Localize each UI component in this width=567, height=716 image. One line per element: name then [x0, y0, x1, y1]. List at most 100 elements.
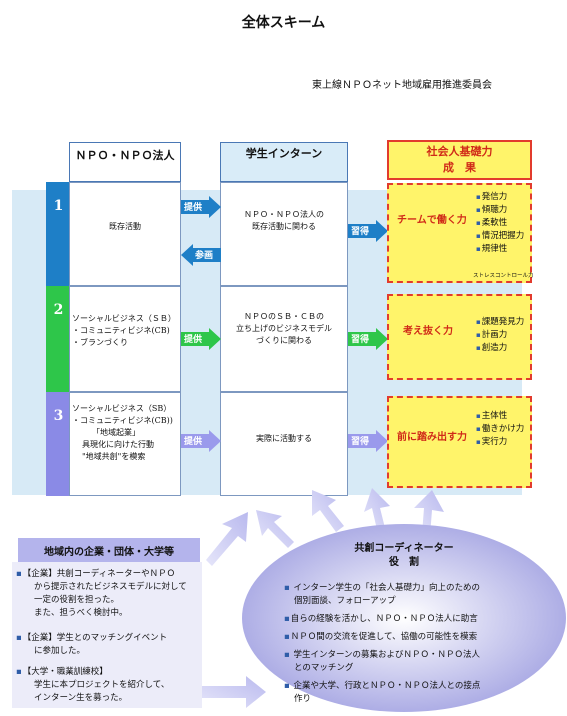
skill-item: 課題発見力 [476, 316, 525, 329]
outcome-label: 考え抜く力 [403, 326, 453, 337]
left-item-line: 学生に本プロジェクトを紹介して、 [34, 680, 170, 690]
role-item: ＮＰＯ間の交流を促進して、協働の可能性を模索 [284, 631, 524, 644]
role-item: 企業や大学、行政とＮＰＯ・ＮＰＯ法人との接点 作り [284, 680, 524, 706]
row-number-1: 1 [46, 182, 71, 286]
arrow-right-icon [348, 328, 388, 350]
page-title: 全体スキーム [241, 15, 326, 31]
arrow-label: 習得 [351, 227, 370, 237]
header-skill-title: 社会人基礎力 [426, 145, 493, 158]
skill-list: 発信力 傾聴力 柔軟性 情況把握力 規律性 [476, 191, 525, 256]
npo-text: "地域共創"を模索 [82, 452, 146, 461]
skill-item: 規律性 [476, 243, 524, 256]
header-skill-subtitle: 成 果 [443, 161, 476, 174]
role-item: 学生インターンの募集およびＮＰＯ・ＮＰＯ法人 とのマッチング [284, 649, 524, 675]
outcome-label: チームで働く力 [397, 215, 467, 226]
skill-item: 主体性 [476, 410, 524, 423]
left-item-line: に参加した。 [34, 646, 86, 656]
npo-cell-3: ソーシャルビジネス（SB） ・コミュニティビジネ(CB)) 「地域起業」 具現化… [69, 392, 181, 496]
coordinator-title: 共創コーディネーター [354, 543, 454, 554]
arrow-right-icon [181, 328, 221, 350]
row-number-3: 3 [46, 392, 71, 496]
role-text: 企業や大学、行政とＮＰＯ・ＮＰＯ法人との接点 [293, 681, 481, 691]
skill-item: 計画力 [476, 329, 524, 342]
skill-list: 主体性 働きかけ力 実行力 [476, 410, 525, 449]
role-text: インターン学生の「社会人基礎力」向上のための [293, 583, 481, 593]
left-item-line: インターン生を募った。 [34, 693, 128, 703]
coordinator-panel: 共創コーディネーター 役 割 インターン学生の「社会人基礎力」向上のための 個別… [284, 542, 524, 711]
arrow-left-icon [181, 244, 221, 266]
npo-text: 既存活動 [109, 222, 141, 231]
intern-text: ＮＰＯ・ＮＰＯ法人の [244, 210, 324, 219]
arrow-label: 提供 [184, 437, 203, 447]
intern-text: 立ち上げのビジネスモデル [236, 324, 332, 333]
skill-item: 働きかけ力 [476, 423, 525, 436]
npo-text: 「地域起業」 [92, 428, 140, 437]
skill-item: 実行力 [476, 436, 524, 449]
left-panel: 【企業】共創コーディネーターやＮＰＯ から提示されたビジネスモデルに対して 一定… [12, 562, 202, 708]
skill-item: 情況把握力 [476, 230, 525, 243]
organization-name: 東上線ＮＰＯネット地域雇用推進委員会 [312, 80, 492, 91]
acquire-arrow-1: 習得 [348, 220, 388, 242]
skill-list: 課題発見力 計画力 創造力 [476, 316, 525, 355]
acquire-arrow-2: 習得 [348, 328, 388, 350]
header-intern: 学生インターン [220, 142, 348, 182]
role-text: 作り [294, 694, 312, 704]
row-number-2: 2 [46, 286, 71, 392]
arrow-label: 参画 [195, 251, 214, 261]
skill-item: 傾聴力 [476, 204, 524, 217]
left-item-line: から提示されたビジネスモデルに対して [34, 582, 187, 592]
role-text: とのマッチング [294, 663, 354, 673]
npo-text: 具現化に向けた行動 [82, 440, 154, 449]
intern-text: づくりに関わる [256, 336, 312, 345]
arrow-label: 提供 [184, 335, 203, 345]
role-text: ＮＰＯ間の交流を促進して、協働の可能性を模索 [290, 632, 478, 642]
intern-text: ＮＰＯのＳＢ・ＣＢの [244, 312, 324, 321]
npo-text: ・ブランづくり [72, 338, 128, 347]
left-item-3: 【大学・職業訓練校】 学生に本プロジェクトを紹介して、 インターン生を募った。 [16, 666, 170, 705]
role-item: 自らの経験を活かし、ＮＰＯ・ＮＰＯ法人に助言 [284, 613, 524, 626]
role-text: 自らの経験を活かし、ＮＰＯ・ＮＰＯ法人に助言 [290, 614, 478, 624]
coordinator-subtitle: 役 割 [389, 557, 419, 568]
intern-cell-3: 実際に活動する [220, 392, 348, 496]
left-item-title: 【企業】共創コーディネーターやＮＰＯ [16, 568, 187, 581]
left-item-title: 【大学・職業訓練校】 [16, 666, 169, 679]
outcome-label: 前に踏み出す力 [397, 432, 467, 443]
left-item-line: また、担うべく検討中。 [34, 608, 128, 618]
intern-cell-2: ＮＰＯのＳＢ・ＣＢの 立ち上げのビジネスモデル づくりに関わる [220, 286, 348, 392]
provide-arrow-1: 提供 [181, 196, 221, 218]
acquire-arrow-3: 習得 [348, 430, 388, 452]
outcome-box-2: 考え抜く力 課題発見力 計画力 創造力 [387, 294, 532, 380]
header-npo: ＮＰＯ・ＮＰＯ法人 [69, 142, 181, 182]
intern-cell-1: ＮＰＯ・ＮＰＯ法人の 既存活動に関わる [220, 182, 348, 286]
left-heading: 地域内の企業・団体・大学等 [18, 538, 200, 562]
npo-cell-1: 既存活動 [69, 182, 181, 286]
skill-item: 柔軟性 [476, 217, 524, 230]
left-item-line: 一定の役割を担った。 [34, 595, 120, 605]
right-arrow-icon [202, 676, 266, 708]
arrow-label: 提供 [184, 203, 203, 213]
npo-text: ソーシャルビジネス（SB） [72, 404, 172, 413]
arrow-label: 習得 [351, 335, 370, 345]
up-arrow-icon [206, 488, 444, 566]
left-item-1: 【企業】共創コーディネーターやＮＰＯ から提示されたビジネスモデルに対して 一定… [16, 568, 187, 620]
provide-arrow-2: 提供 [181, 328, 221, 350]
arrow-right-icon [348, 220, 388, 242]
npo-text: ・コミュニティビジネ(CB)) [72, 416, 173, 425]
role-text: 学生インターンの募集およびＮＰＯ・ＮＰＯ法人 [293, 650, 481, 660]
skill-item: 創造力 [476, 342, 524, 355]
header-skill: 社会人基礎力 成 果 [387, 140, 532, 180]
left-item-title: 【企業】学生とのマッチングイベント [16, 632, 167, 645]
left-item-2: 【企業】学生とのマッチングイベント に参加した。 [16, 632, 167, 658]
role-text: 個別面談、フォローアップ [294, 596, 396, 606]
participate-arrow-1: 参画 [181, 244, 221, 266]
provide-arrow-3: 提供 [181, 430, 221, 452]
outcome-box-1: チームで働く力 発信力 傾聴力 柔軟性 情況把握力 規律性 ストレスコントロール… [387, 183, 534, 283]
npo-text: ・コミュニティビジネ(CB) [72, 326, 170, 335]
arrow-label: 習得 [351, 437, 370, 447]
skill-item: ストレスコントロール力 [473, 273, 534, 279]
arrow-right-icon [181, 196, 221, 218]
arrow-right-icon [181, 430, 221, 452]
npo-text: ソーシャルビジネス（ＳＢ） [72, 314, 176, 323]
intern-text: 実際に活動する [256, 434, 312, 443]
intern-text: 既存活動に関わる [252, 222, 316, 231]
